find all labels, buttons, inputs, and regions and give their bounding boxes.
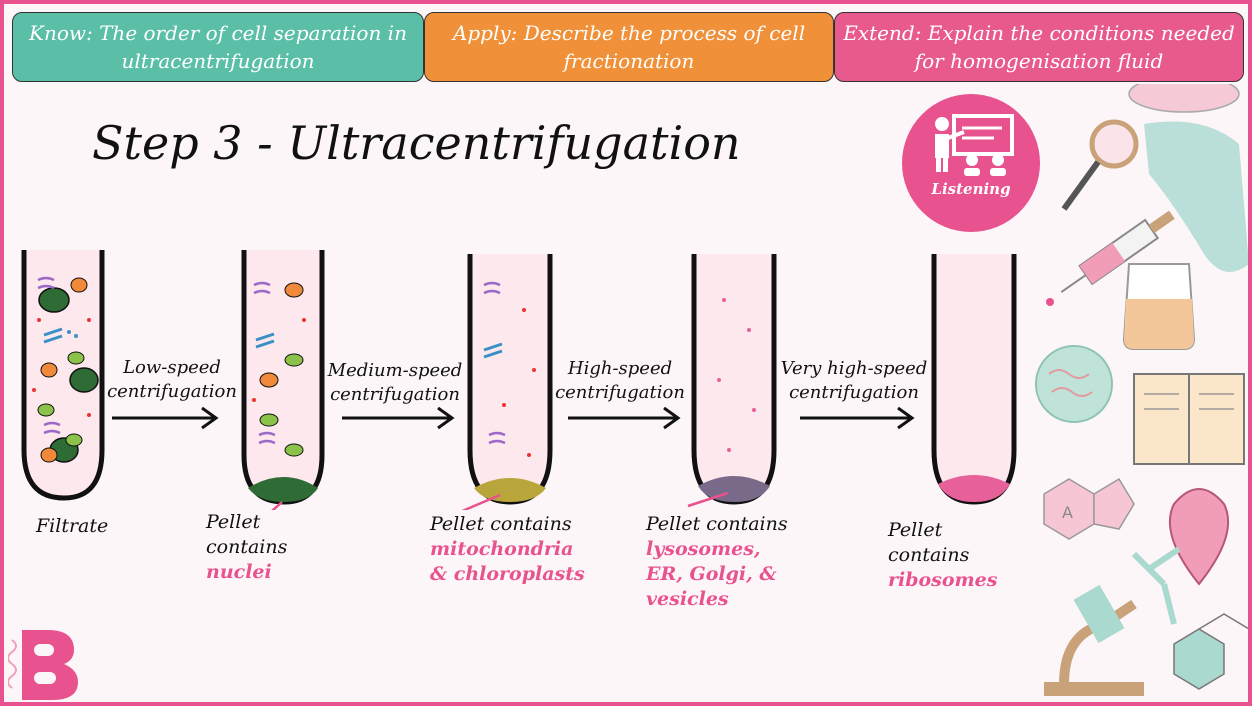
heart-icon xyxy=(1168,488,1230,586)
antibody-icon xyxy=(1131,546,1181,625)
glove-icon xyxy=(1144,121,1248,272)
extend-banner-text: Extend: Explain the conditions needed fo… xyxy=(843,21,1235,73)
pellet-ribosomes xyxy=(938,475,1010,502)
extend-banner: Extend: Explain the conditions needed fo… xyxy=(834,12,1244,82)
pellet-label-lysosomes: Pellet contains lysosomes, ER, Golgi, & … xyxy=(646,513,788,610)
step-label-2: Medium-speed centrifugation xyxy=(327,360,463,405)
pellet-label-nuclei: Pellet contains nuclei xyxy=(206,511,288,583)
fractionation-diagram xyxy=(21,250,1017,510)
listening-badge: Listening xyxy=(902,94,1040,232)
tube-mitochondria xyxy=(467,254,553,505)
filtrate-label: Filtrate xyxy=(36,515,109,537)
pellet-label-mitochondria: Pellet contains mitochondria & chloropla… xyxy=(430,513,585,585)
step-label-1: Low-speed centrifugation xyxy=(107,357,237,402)
tube-nuclei xyxy=(241,250,325,505)
pellet-label-ribosomes: Pellet contains ribosomes xyxy=(888,519,998,591)
syringe-icon xyxy=(1060,210,1175,293)
tube-lysosomes xyxy=(691,254,777,505)
teacher-presenting-icon xyxy=(935,114,1014,176)
step-label-3: High-speed centrifugation xyxy=(555,358,685,403)
pellet-mitochondria xyxy=(474,478,546,502)
badge-label: Listening xyxy=(931,180,1011,198)
magnifier-icon xyxy=(1089,119,1139,169)
page-title: Step 3 - Ultracentrifugation xyxy=(92,116,741,170)
know-banner-text: Know: The order of cell separation in ul… xyxy=(29,21,407,73)
cell-icon xyxy=(1035,345,1113,423)
tube-filtrate xyxy=(21,250,105,501)
tube-ribosomes xyxy=(931,254,1017,505)
apply-banner-text: Apply: Describe the process of cell frac… xyxy=(452,21,806,73)
step-label-4: Very high-speed centrifugation xyxy=(780,358,928,403)
molecule-letter: A xyxy=(1062,503,1073,522)
know-banner: Know: The order of cell separation in ul… xyxy=(12,12,424,82)
science-decor-illustration: A xyxy=(1035,84,1248,696)
apply-banner: Apply: Describe the process of cell frac… xyxy=(424,12,834,82)
b-logo-icon xyxy=(8,630,78,700)
pellet-nuclei xyxy=(248,477,318,502)
pellet-lysosomes xyxy=(698,476,770,502)
